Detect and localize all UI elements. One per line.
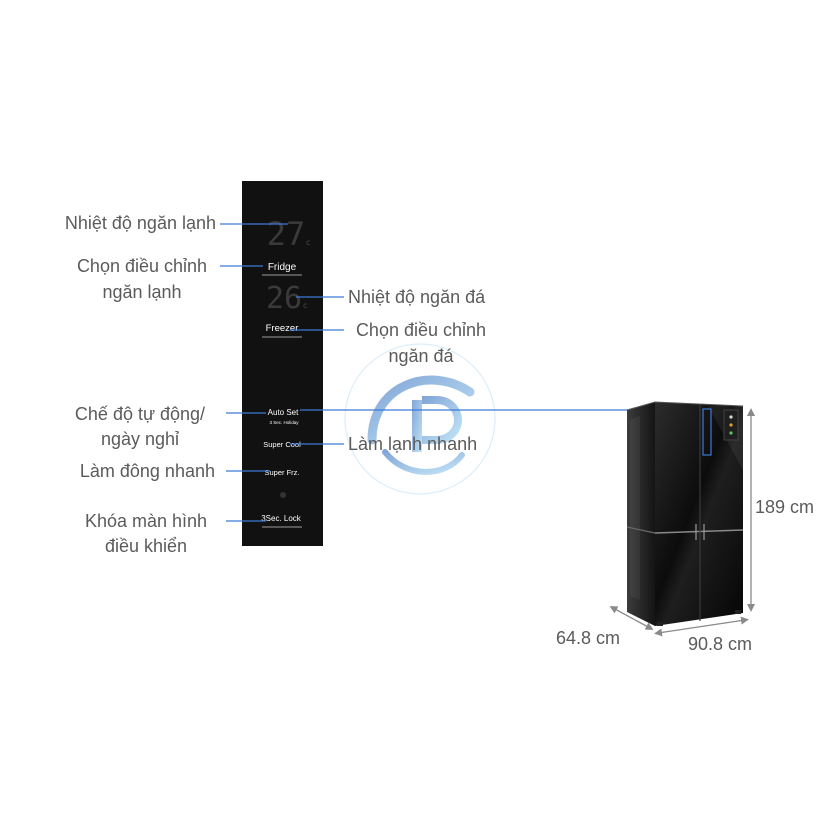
auto-set-hint: 3 Sec. Holiday xyxy=(269,420,299,425)
fridge-foot-left xyxy=(657,622,663,626)
label-fridge-select-line1: Chọn điều chỉnh xyxy=(77,256,207,276)
fridge-button: Fridge xyxy=(268,262,297,273)
fridge-temperature-unit: c xyxy=(306,238,310,247)
label-fridge-temperature: Nhiệt độ ngăn lạnh xyxy=(65,213,216,233)
dimensions: 189 cm 90.8 cm 64.8 cm xyxy=(556,408,814,654)
fridge-side-split xyxy=(626,526,656,534)
fridge-temperature-digits: 27 xyxy=(267,215,306,253)
label-fridge-select-line2: ngăn lạnh xyxy=(102,282,181,302)
label-auto-holiday-line2: ngày nghỉ xyxy=(101,429,179,449)
freezer-temperature-unit: c xyxy=(303,301,307,310)
label-super-freeze: Làm đông nhanh xyxy=(80,461,215,481)
width-dimension-label: 90.8 cm xyxy=(688,634,752,654)
label-panel-lock-line1: Khóa màn hình xyxy=(85,511,207,531)
control-panel-background xyxy=(242,181,323,546)
fridge-side-reflection xyxy=(630,416,640,600)
depth-dimension-line xyxy=(609,606,654,630)
fridge-temperature-display: 27 c xyxy=(267,215,311,253)
label-freezer-select-line2: ngăn đá xyxy=(388,346,454,366)
callout-labels: Nhiệt độ ngăn lạnh Chọn điều chỉnh ngăn … xyxy=(65,213,486,556)
super-cool-button: Super Cool xyxy=(263,440,301,449)
fridge-top-edge xyxy=(626,401,744,411)
auto-set-button: Auto Set xyxy=(268,408,299,417)
control-panel: 27 c Fridge 26 c Freezer Auto Set 3 Sec.… xyxy=(242,181,323,546)
fridge-side-panel xyxy=(627,402,655,626)
freezer-button: Freezer xyxy=(266,323,299,334)
label-freezer-select-line1: Chọn điều chỉnh xyxy=(356,320,486,340)
refrigerator-image xyxy=(626,401,744,626)
width-dimension-line xyxy=(654,616,749,637)
label-panel-lock-line2: điều khiển xyxy=(105,536,187,556)
label-super-cool: Làm lạnh nhanh xyxy=(348,434,477,454)
fridge-display-panel xyxy=(723,409,739,441)
freezer-temperature-digits: 26 xyxy=(266,281,302,316)
lock-icon xyxy=(280,492,286,498)
fridge-foot-right xyxy=(735,610,741,614)
gp-logo-icon xyxy=(344,343,496,495)
fridge-horizontal-split xyxy=(654,529,744,534)
lock-button: 3Sec. Lock xyxy=(261,514,302,523)
fridge-panel-highlight xyxy=(702,408,712,456)
depth-dimension-label: 64.8 cm xyxy=(556,628,620,648)
super-frz-button: Super Frz. xyxy=(264,468,299,477)
fridge-front-panel xyxy=(655,402,743,626)
label-auto-holiday-line1: Chế độ tự động/ xyxy=(75,404,205,424)
label-freezer-temperature: Nhiệt độ ngăn đá xyxy=(348,287,486,307)
height-dimension-label: 189 cm xyxy=(755,497,814,517)
freezer-temperature-display: 26 c xyxy=(266,281,307,316)
